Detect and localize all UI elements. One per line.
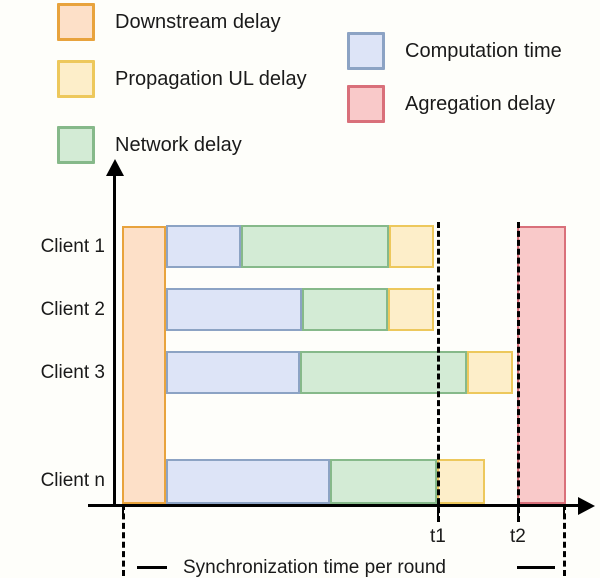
dashed-guide-line — [563, 504, 566, 576]
legend-swatch-icon — [347, 32, 385, 70]
bar-segment-propagation — [437, 459, 485, 504]
bar-segment-network — [300, 351, 467, 394]
aggregation-delay-block — [517, 226, 566, 504]
dashed-guide-line — [122, 504, 125, 576]
bar-segment-computation — [166, 459, 330, 504]
x-axis — [88, 504, 578, 507]
bar-segment-network — [330, 459, 437, 504]
y-axis-arrow-icon — [106, 159, 124, 176]
time-mark-t2: t2 — [510, 526, 526, 547]
legend-item-computation-time: Computation time — [347, 32, 562, 70]
bar-segment-network — [241, 225, 389, 268]
sync-rule-left — [137, 566, 167, 569]
legend-item-agregation-delay: Agregation delay — [347, 85, 555, 123]
bar-segment-network — [302, 288, 388, 331]
legend-item-network-delay: Network delay — [57, 126, 242, 164]
legend-label: Network delay — [115, 134, 242, 156]
bar-segment-computation — [166, 225, 241, 268]
dashed-guide-line — [517, 222, 520, 522]
y-axis — [113, 175, 116, 505]
legend-label: Computation time — [405, 40, 562, 62]
legend-label: Agregation delay — [405, 93, 556, 115]
legend-label: Propagation UL delay — [115, 68, 307, 90]
bar-segment-propagation — [388, 288, 434, 331]
legend-item-propagation-ul-delay: Propagation UL delay — [57, 60, 307, 98]
legend-item-downstream-delay: Downstream delay — [57, 3, 281, 41]
legend-swatch-icon — [57, 3, 95, 41]
client-label-3: Client 3 — [40, 362, 105, 383]
x-axis-arrow-icon — [578, 497, 595, 515]
bar-segment-propagation — [389, 225, 434, 268]
time-mark-t1: t1 — [430, 526, 446, 547]
bar-segment-computation — [166, 351, 300, 394]
legend-label: Downstream delay — [115, 11, 281, 33]
client-label-1: Client 1 — [40, 236, 105, 257]
client-label-2: Client 2 — [40, 299, 105, 320]
dashed-guide-line — [437, 222, 440, 522]
synchronization-caption: Synchronization time per round — [183, 557, 446, 578]
legend-swatch-icon — [57, 126, 95, 164]
legend-swatch-icon — [347, 85, 385, 123]
sync-rule-right — [517, 566, 555, 569]
bar-segment-propagation — [467, 351, 513, 394]
downstream-delay-block — [122, 226, 166, 504]
legend-swatch-icon — [57, 60, 95, 98]
client-label-4: Client n — [40, 470, 105, 491]
bar-segment-computation — [166, 288, 302, 331]
